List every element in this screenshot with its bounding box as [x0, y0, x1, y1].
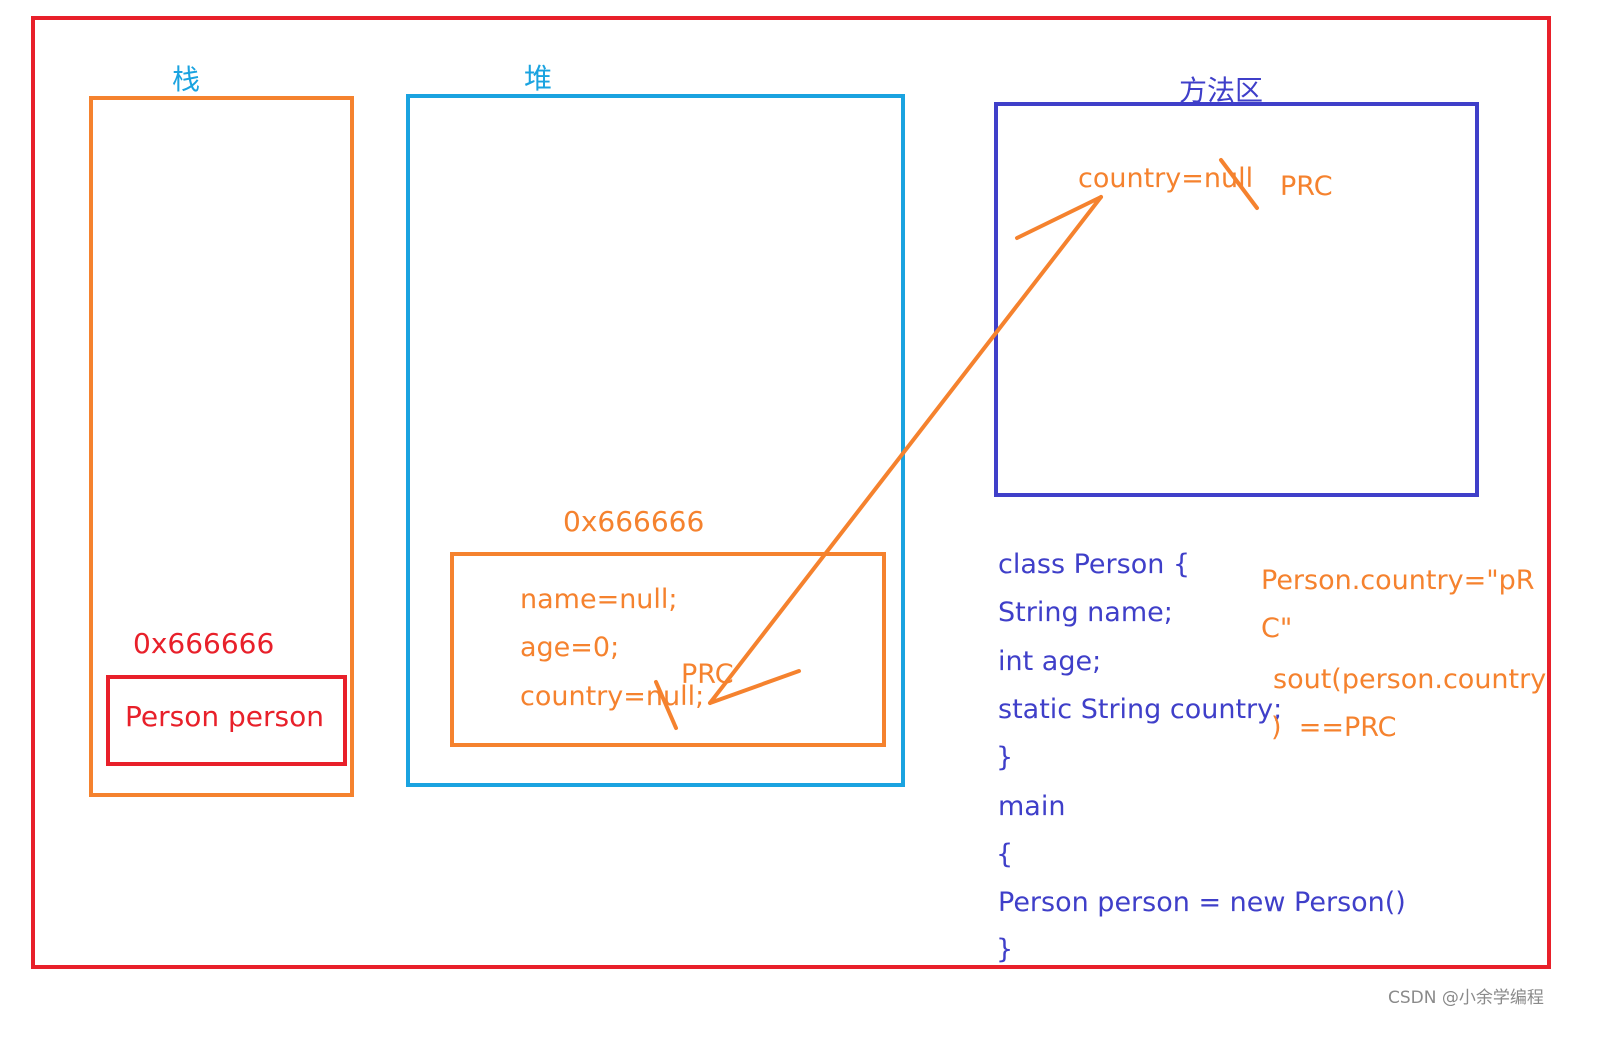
- heap-arrowhead-right: [708, 669, 801, 705]
- heap-object-address: 0x666666: [563, 505, 705, 538]
- method-area-title: 方法区: [1179, 74, 1264, 107]
- person-object-box: [450, 552, 886, 747]
- code-line: }: [996, 934, 1014, 965]
- field-name: name=null;: [520, 584, 678, 615]
- code-line: Person person = new Person(): [998, 887, 1406, 918]
- code-line: static String country;: [998, 694, 1283, 725]
- field-age: age=0;: [520, 632, 620, 663]
- code-line: int age;: [998, 646, 1102, 677]
- method-null-strike: [1219, 158, 1259, 210]
- heap-box: [406, 94, 905, 787]
- stack-box: [89, 96, 354, 797]
- stack-title: 栈: [172, 63, 201, 96]
- code-line: class Person {: [998, 549, 1191, 580]
- static-reference-line: [708, 195, 1103, 705]
- person-reference-label: Person person: [125, 700, 324, 733]
- sout-note-line2: ) ==PRC: [1271, 712, 1397, 743]
- field-country: country=null;: [520, 681, 705, 712]
- code-line: main: [998, 791, 1066, 822]
- heap-null-strike: [654, 680, 678, 730]
- watermark: CSDN @小余学编程: [1388, 988, 1544, 1008]
- static-arrowhead-top-left: [1015, 195, 1103, 240]
- stack-address-label: 0x666666: [133, 627, 275, 660]
- code-line: String name;: [998, 597, 1173, 628]
- person-reference-box: [106, 675, 347, 766]
- static-country-field: country=null: [1078, 163, 1254, 194]
- method-area-box: [994, 102, 1479, 497]
- sout-note-line1: sout(person.country: [1273, 664, 1547, 695]
- static-country-new-value: PRC: [1280, 171, 1333, 202]
- heap-title: 堆: [524, 62, 553, 95]
- code-line: }: [996, 742, 1014, 773]
- assign-note-line1: Person.country="pR: [1261, 565, 1535, 596]
- outer-frame: [31, 16, 1551, 969]
- assign-note-line2: C": [1261, 613, 1293, 644]
- code-line: {: [996, 839, 1014, 870]
